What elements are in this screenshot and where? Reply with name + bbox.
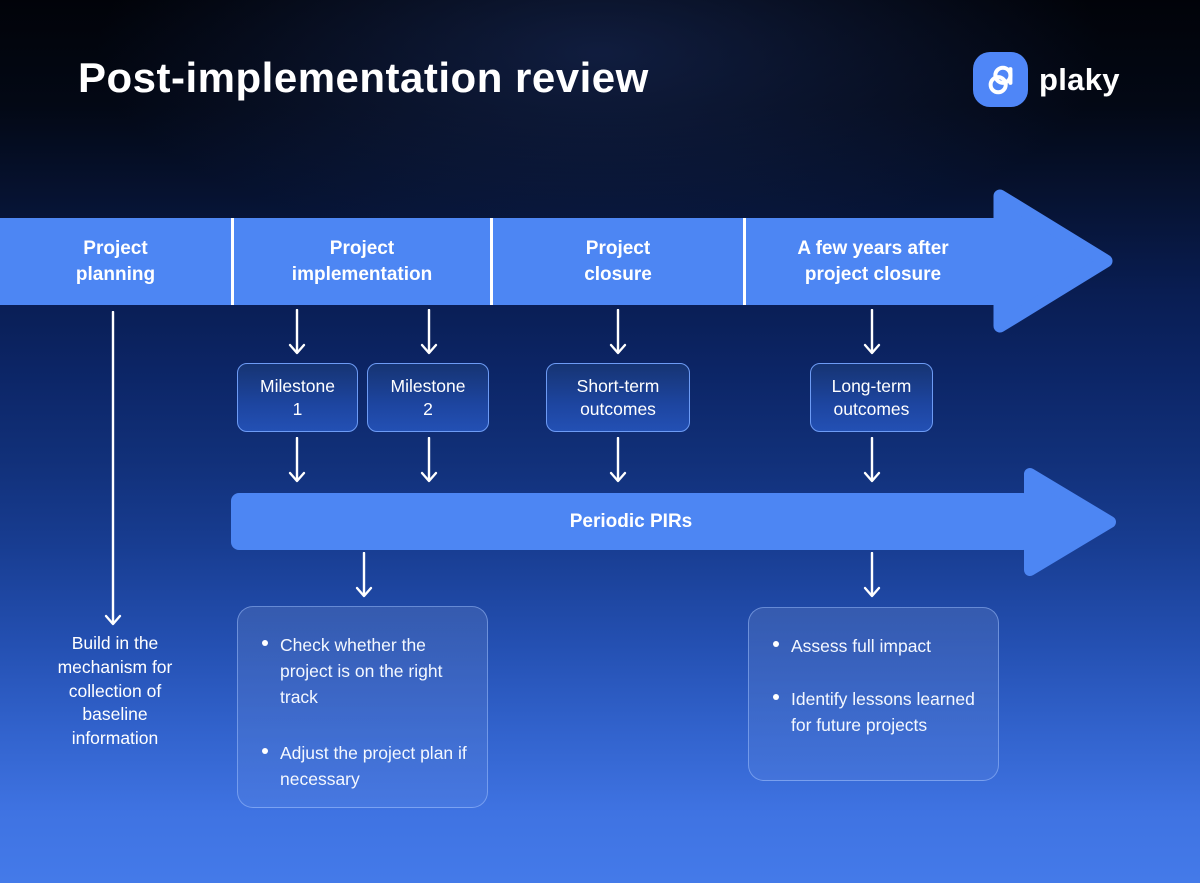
plaky-logo: plaky xyxy=(973,52,1120,107)
bullet-icon xyxy=(262,640,268,646)
phase-divider xyxy=(743,218,746,305)
list-item: Adjust the project plan if necessary xyxy=(262,741,469,793)
list-item: Check whether the project is on the righ… xyxy=(262,633,469,711)
bullet-text: Identify lessons learned for future proj… xyxy=(791,688,975,735)
page-title: Post-implementation review xyxy=(78,54,649,101)
periodic-pirs-arrow: Periodic PIRs xyxy=(231,493,1031,550)
phase-project-implementation: Project implementation xyxy=(291,238,433,285)
pir-arrowhead-icon xyxy=(1024,468,1116,576)
down-arrow-icon xyxy=(863,437,881,483)
bullet-icon xyxy=(262,747,268,754)
phase-project-planning: Project planning xyxy=(75,238,156,285)
down-arrow-icon xyxy=(355,552,373,598)
list-item: Assess full impact xyxy=(773,634,980,660)
phase-timeline-arrow: Project planning Project implementation … xyxy=(0,218,1000,305)
phase-project-closure: Project closure xyxy=(584,238,652,285)
short-term-outcomes-box: Short-term outcomes xyxy=(546,363,690,432)
down-arrow-icon xyxy=(420,309,438,355)
down-arrow-icon xyxy=(420,437,438,483)
phase-years-after-closure: A few years after project closure xyxy=(797,238,949,285)
down-arrow-icon xyxy=(609,437,627,483)
milestone-2-box: Milestone 2 xyxy=(367,363,489,432)
bullet-text: Adjust the project plan if necessary xyxy=(280,742,467,789)
down-arrow-icon xyxy=(863,552,881,598)
bullet-icon xyxy=(773,641,779,647)
bullet-icon xyxy=(773,693,779,700)
phase-divider xyxy=(490,218,493,305)
milestone-1-box: Milestone 1 xyxy=(237,363,358,432)
down-arrow-icon xyxy=(288,437,306,483)
planning-note: Build in the mechanism for collection of… xyxy=(57,633,173,749)
down-arrow-icon xyxy=(863,309,881,355)
long-term-outcomes-box: Long-term outcomes xyxy=(810,363,933,432)
bullet-text: Assess full impact xyxy=(791,636,932,656)
milestone-review-box: Check whether the project is on the righ… xyxy=(237,606,488,808)
phase-divider xyxy=(231,218,234,305)
final-review-box: Assess full impact Identify lessons lear… xyxy=(748,607,999,781)
list-item: Identify lessons learned for future proj… xyxy=(773,687,980,739)
plaky-glyph-icon xyxy=(988,65,1012,94)
plaky-logo-icon xyxy=(973,52,1028,107)
down-arrow-icon xyxy=(288,309,306,355)
plaky-logo-text: plaky xyxy=(1039,61,1120,97)
long-down-arrow-icon xyxy=(104,311,122,626)
down-arrow-icon xyxy=(609,309,627,355)
bullet-text: Check whether the project is on the righ… xyxy=(280,635,443,707)
timeline-arrowhead-icon xyxy=(993,189,1113,333)
